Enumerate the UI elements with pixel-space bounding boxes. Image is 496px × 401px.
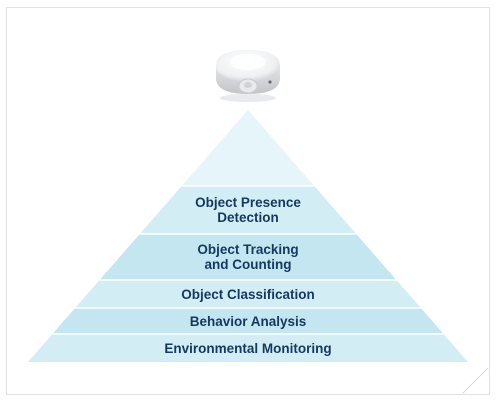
- level-label-line: and Counting: [204, 257, 292, 272]
- sensor-icon: [216, 50, 280, 102]
- level-label-line: Object Classification: [181, 286, 315, 302]
- level-label-line: Environmental Monitoring: [164, 340, 332, 356]
- pyramid-level-1: [139, 186, 357, 234]
- level-label-line: Behavior Analysis: [189, 313, 307, 329]
- level-label-line: Object Tracking: [197, 242, 299, 257]
- pyramid-level-4: [52, 308, 444, 334]
- pyramid-level-2: [99, 234, 397, 280]
- level-label-4: Behavior Analysis: [98, 314, 398, 329]
- level-label-3: Object Classification: [98, 287, 398, 302]
- pyramid-level-3: [75, 280, 421, 308]
- level-label-line: Object Presence: [195, 195, 301, 210]
- pyramid-level-5: [28, 334, 468, 362]
- page-curl-corner: [462, 367, 489, 394]
- level-label-line: Detection: [217, 210, 279, 225]
- level-label-5: Environmental Monitoring: [98, 341, 398, 356]
- pyramid-apex: [181, 110, 315, 186]
